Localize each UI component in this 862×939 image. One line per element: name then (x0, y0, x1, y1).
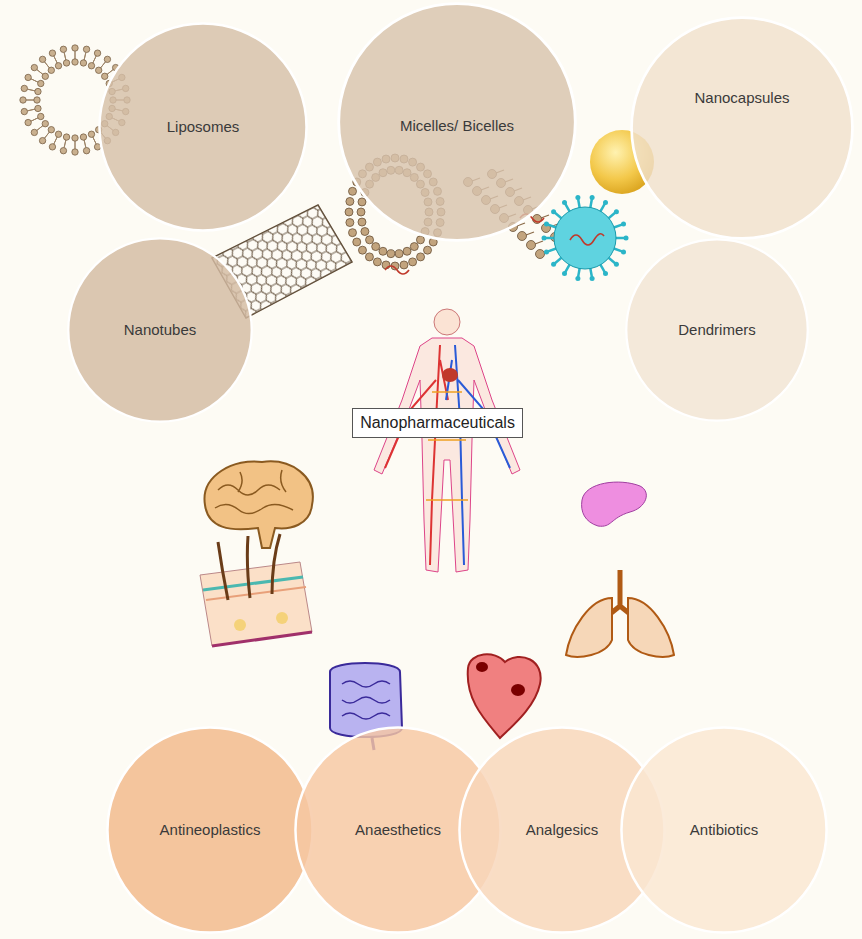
category-label: Analgesics (526, 821, 599, 840)
category-label: Micelles/ Bicelles (400, 117, 514, 136)
kidney-figure (582, 482, 647, 526)
lungs-figure (566, 570, 674, 657)
dendrimer-figure (542, 195, 629, 281)
category-circle: Liposomes (98, 22, 308, 232)
heart-figure (468, 654, 541, 738)
category-label: Nanotubes (124, 321, 197, 340)
title-box: Nanopharmaceuticals (352, 408, 523, 438)
circle-shape (99, 23, 306, 230)
category-label: Anaesthetics (355, 821, 441, 840)
circle-shape (68, 238, 251, 421)
category-circle: Nanocapsules (630, 16, 854, 240)
category-circle: Nanotubes (67, 237, 253, 423)
category-label: Liposomes (167, 118, 240, 137)
category-label: Antibiotics (690, 821, 758, 840)
drug-strand (385, 266, 409, 274)
skin-figure (200, 534, 312, 646)
category-circle: Micelles/ Bicelles (337, 2, 577, 242)
category-label: Dendrimers (678, 321, 756, 340)
title-text: Nanopharmaceuticals (359, 413, 516, 433)
category-circle: Dendrimers (625, 238, 809, 422)
category-label: Nanocapsules (694, 89, 789, 108)
circle-shape (107, 727, 312, 932)
circle-shape (621, 727, 826, 932)
circle-outline (630, 16, 854, 240)
circle-shape (626, 239, 807, 420)
circle-shape (339, 4, 576, 241)
category-label: Antineoplastics (160, 821, 261, 840)
circle-shape (632, 18, 853, 239)
human-figure (374, 309, 520, 572)
category-circle: Antibiotics (620, 726, 828, 934)
brain-figure (205, 461, 313, 548)
category-circle: Antineoplastics (106, 726, 314, 934)
